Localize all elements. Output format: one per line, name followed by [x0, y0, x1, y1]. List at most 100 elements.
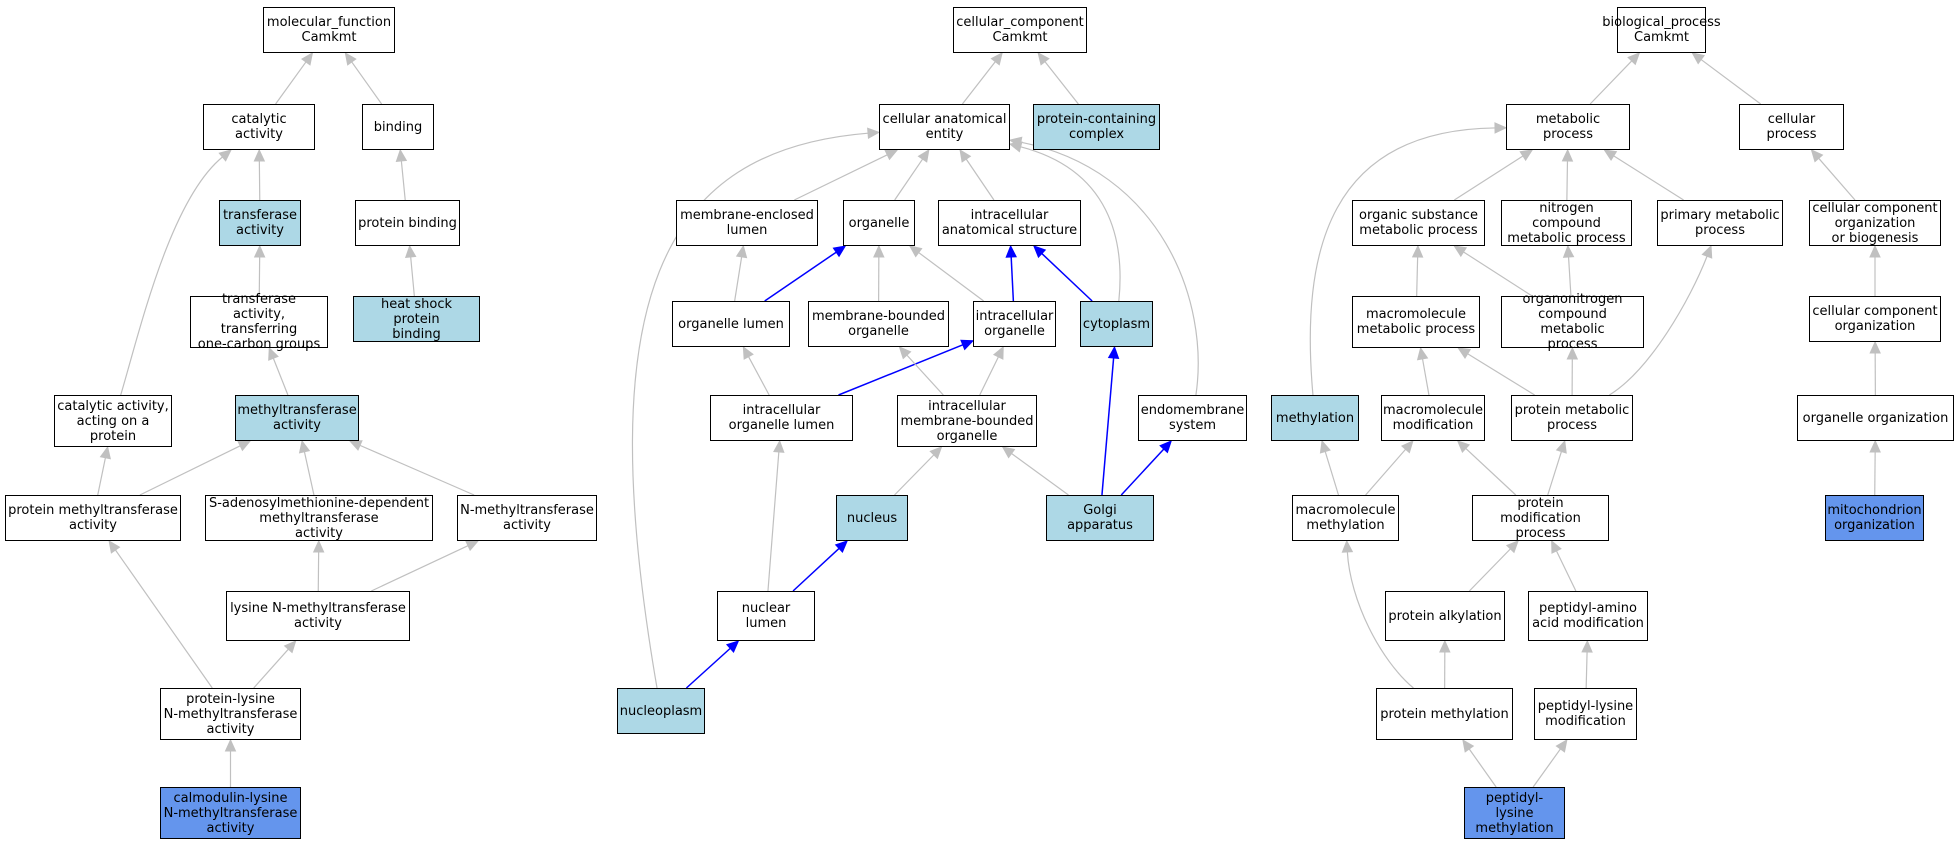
- node-mem-lumen[interactable]: membrane-enclosed lumen: [676, 200, 818, 246]
- node-transferase[interactable]: transferase activity: [219, 200, 301, 246]
- arrowhead: [1551, 539, 1562, 554]
- arrowhead: [1008, 136, 1023, 148]
- node-cell-proc[interactable]: cellular process: [1739, 104, 1844, 150]
- arrowhead: [1562, 244, 1575, 258]
- node-organelle[interactable]: organelle: [843, 200, 915, 246]
- node-heat-shock[interactable]: heat shock protein binding: [353, 296, 480, 342]
- edge-prot-lys-n-mt-to-prot-mt: [108, 540, 213, 689]
- node-prot-alk[interactable]: protein alkylation: [1385, 591, 1505, 641]
- edge-prot-complex-to-cc-root: [1037, 52, 1079, 105]
- node-ic-mem-bound[interactable]: intracellular membrane-bounded organelle: [897, 395, 1037, 447]
- node-ccob[interactable]: cellular component organization or bioge…: [1809, 200, 1941, 246]
- node-ic-org-lumen[interactable]: intracellular organelle lumen: [710, 395, 853, 441]
- node-golgi[interactable]: Golgi apparatus: [1046, 495, 1154, 541]
- arrowhead: [283, 640, 297, 654]
- arrowhead: [404, 244, 417, 258]
- edge-organonitro-to-nitro: [1562, 244, 1575, 297]
- node-bp-root[interactable]: biological_process Camkmt: [1602, 7, 1721, 53]
- node-nucleoplasm[interactable]: nucleoplasm: [617, 688, 705, 734]
- edge-macro-meth-to-methylation: [1319, 439, 1340, 496]
- edge-lys-n-mt-to-sam-mt: [312, 539, 325, 592]
- arrowhead: [237, 440, 252, 452]
- arrowhead: [898, 346, 912, 360]
- node-org-org[interactable]: organelle organization: [1797, 395, 1954, 441]
- node-mito-org[interactable]: mitochondrion organization: [1825, 495, 1924, 541]
- edge-nitro-to-metabolic: [1561, 148, 1574, 201]
- edge-macro-meth-to-macro-mod: [1365, 440, 1414, 496]
- arrowhead: [960, 339, 975, 351]
- arrowhead: [1416, 346, 1429, 361]
- edge-primary-to-metabolic: [1603, 149, 1684, 201]
- arrowhead: [959, 148, 972, 163]
- node-prot-mt[interactable]: protein methyltransferase activity: [5, 495, 181, 541]
- node-lys-n-mt[interactable]: lysine N-methyltransferase activity: [226, 591, 410, 641]
- node-macro-met[interactable]: macromolecule metabolic process: [1352, 296, 1480, 348]
- edge-nucleus-to-ic-mem-bound: [894, 446, 943, 496]
- node-prot-meth[interactable]: protein methylation: [1376, 688, 1513, 740]
- node-binding[interactable]: binding: [362, 104, 434, 150]
- node-sam-mt[interactable]: S-adenosylmethionine-dependent methyltra…: [205, 495, 433, 541]
- node-pep-lys-meth[interactable]: peptidyl-lysine methylation: [1464, 787, 1565, 839]
- node-prot-mod[interactable]: protein modification process: [1472, 495, 1609, 541]
- arrowhead: [1159, 440, 1173, 454]
- edge-catalytic-to-mf-root: [275, 52, 314, 105]
- node-primary[interactable]: primary metabolic process: [1657, 200, 1783, 246]
- edge-macro-met-to-org-sub: [1411, 244, 1424, 297]
- edge-mem-bound-to-organelle: [873, 244, 885, 302]
- arrowhead: [268, 346, 279, 361]
- node-mf-root[interactable]: molecular_function Camkmt: [263, 7, 395, 53]
- node-n-mt[interactable]: N-methyltransferase activity: [457, 495, 597, 541]
- node-org-lumen[interactable]: organelle lumen: [672, 301, 790, 347]
- arrowhead: [725, 640, 740, 653]
- edge-ccob-to-cell-proc: [1810, 149, 1856, 201]
- node-nucleus[interactable]: nucleus: [836, 495, 908, 541]
- node-macro-meth[interactable]: macromolecule methylation: [1292, 495, 1399, 541]
- arrowhead: [1691, 52, 1705, 65]
- node-protein-binding[interactable]: protein binding: [355, 200, 460, 246]
- node-macro-mod[interactable]: macromolecule modification: [1381, 395, 1485, 441]
- node-calmod[interactable]: calmodulin-lysine N-methyltransferase ac…: [160, 787, 301, 839]
- edge-org-org-to-cc-org: [1869, 340, 1881, 396]
- arrowhead: [1701, 244, 1713, 259]
- arrowhead: [218, 149, 232, 162]
- node-organonitro[interactable]: organonitrogen compound metabolic proces…: [1501, 292, 1644, 352]
- node-pep-lys-mod[interactable]: peptidyl-lysine modification: [1534, 688, 1637, 740]
- node-ic-org[interactable]: intracellular organelle: [973, 301, 1056, 347]
- edge-organonitro-to-org-sub: [1453, 245, 1533, 297]
- node-cc-org[interactable]: cellular component organization: [1809, 296, 1941, 342]
- arrowhead: [1032, 245, 1047, 259]
- node-endomem[interactable]: endomembrane system: [1138, 395, 1247, 441]
- arrowhead: [298, 439, 311, 454]
- node-mem-bound[interactable]: membrane-bounded organelle: [808, 301, 949, 347]
- edge-prot-meth-to-prot-alk: [1439, 639, 1451, 689]
- arrowhead: [1453, 245, 1468, 258]
- node-prot-complex[interactable]: protein-containing complex: [1033, 104, 1160, 150]
- node-org-sub[interactable]: organic substance metabolic process: [1352, 200, 1485, 246]
- edge-cell-anat-to-cc-root: [961, 52, 1003, 105]
- node-prot-lys-n-mt[interactable]: protein-lysine N-methyltransferase activ…: [160, 688, 301, 740]
- node-methyltransferase[interactable]: methyltransferase activity: [235, 395, 359, 441]
- node-ic-anat[interactable]: intracellular anatomical structure: [938, 200, 1081, 246]
- node-cytoplasm[interactable]: cytoplasm: [1080, 301, 1153, 347]
- arrowhead: [742, 345, 754, 360]
- arrowhead: [108, 540, 121, 554]
- node-cc-root[interactable]: cellular_component Camkmt: [953, 7, 1087, 53]
- edge-golgi-to-endomem: [1120, 440, 1173, 496]
- node-metabolic[interactable]: metabolic process: [1506, 104, 1630, 150]
- edge-org-sub-to-metabolic: [1453, 149, 1534, 201]
- node-transferase-1c[interactable]: transferase activity, transferring one-c…: [190, 292, 328, 352]
- node-methylation[interactable]: methylation: [1271, 395, 1359, 441]
- node-catalytic[interactable]: catalytic activity: [203, 104, 315, 150]
- node-nitro[interactable]: nitrogen compound metabolic process: [1501, 200, 1632, 246]
- edge-macro-mod-to-macro-met: [1416, 346, 1430, 396]
- edge-pep-amino-to-prot-mod: [1551, 539, 1577, 592]
- node-cat-protein[interactable]: catalytic activity, acting on a protein: [54, 395, 172, 447]
- node-nuc-lumen[interactable]: nuclear lumen: [717, 591, 815, 641]
- node-pep-amino[interactable]: peptidyl-amino acid modification: [1528, 591, 1648, 641]
- node-cell-anat[interactable]: cellular anatomical entity: [879, 104, 1010, 150]
- arrowhead: [929, 446, 943, 460]
- arrowhead: [1400, 440, 1414, 454]
- node-prot-met[interactable]: protein metabolic process: [1511, 395, 1633, 441]
- edge-pep-lys-meth-to-pep-lys-mod: [1532, 739, 1568, 788]
